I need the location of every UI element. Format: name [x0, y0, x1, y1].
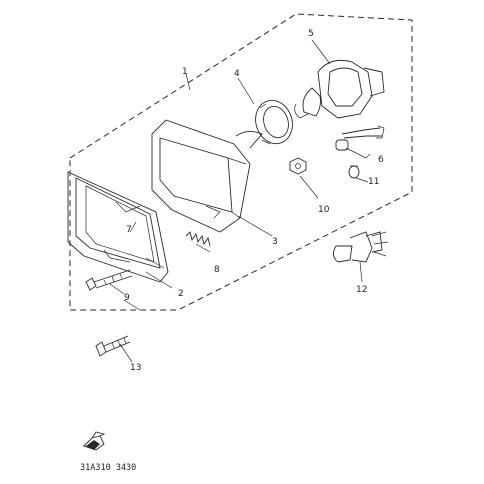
callout-13: 13 [130, 363, 141, 373]
callout-5: 5 [308, 29, 314, 39]
callout-1: 1 [182, 67, 188, 77]
callout-12: 12 [356, 285, 367, 295]
callout-2: 2 [178, 289, 184, 299]
callout-8: 8 [214, 265, 220, 275]
socket-cover [294, 59, 385, 119]
long-screw [95, 335, 131, 357]
callout-3: 3 [272, 237, 278, 247]
corner-symbol-icon [83, 431, 106, 451]
screw [85, 269, 133, 291]
seal-ring [255, 99, 293, 145]
callout-9: 9 [124, 293, 130, 303]
leader-lines [109, 39, 371, 363]
callout-7: 7 [126, 225, 132, 235]
callout-11: 11 [368, 177, 379, 187]
callout-10: 10 [318, 205, 330, 215]
part-code: 31A310 3430 [80, 463, 136, 473]
lens-reflector-unit [151, 119, 263, 233]
spring [185, 231, 211, 247]
nut [289, 157, 307, 175]
main-bulb [333, 231, 389, 263]
small-bulb [348, 165, 360, 179]
bulb-socket-wires [335, 125, 385, 151]
callout-4: 4 [234, 69, 240, 79]
callout-6: 6 [378, 155, 384, 165]
headlight-rim [67, 171, 169, 283]
